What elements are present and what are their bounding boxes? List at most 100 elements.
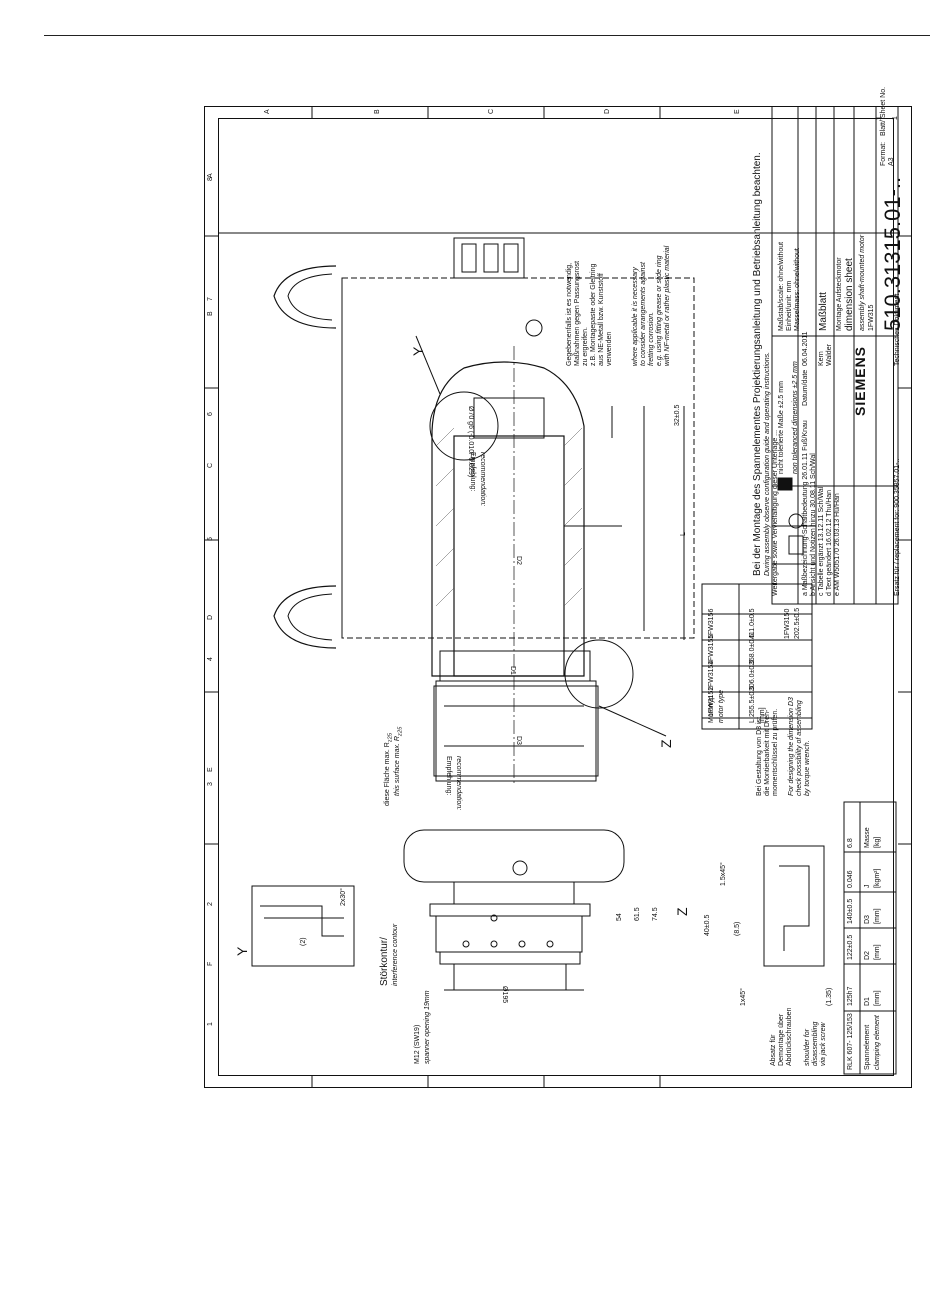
- grid-letter-f: F: [207, 961, 214, 966]
- dim-d1: D1: [509, 666, 516, 675]
- clamp-d2-value: 122±0.5: [847, 934, 854, 960]
- sheet-label: Blatt/ Sheet No.: [880, 86, 887, 136]
- motor-l-head: L: [749, 719, 756, 723]
- section-y-label: Y: [410, 346, 426, 356]
- dim-40: 40±0.5: [704, 914, 711, 936]
- sheet-subtitle: Montage Aufsteckmotor: [836, 257, 843, 331]
- interference-note: Störkontur/: [379, 937, 390, 986]
- dim-1x45: 1x45°: [740, 988, 747, 1006]
- clamp-mass-unit: [kg]: [874, 836, 881, 848]
- date-value: 06.04.2011: [802, 331, 809, 366]
- page-top-rule: [44, 35, 930, 36]
- surface-note-en-sub: z25: [397, 726, 404, 737]
- grid-letter-e-top: E: [734, 109, 741, 114]
- detail-z-label: Z: [674, 907, 690, 916]
- change-c-name: Sch/Wal: [818, 486, 825, 513]
- dim-fit: Ø70 g6 (-0.010/-0.029): [467, 406, 474, 478]
- siemens-logo: SIEMENS: [852, 345, 868, 416]
- change-e-text: AM W505170: [834, 548, 841, 591]
- dim-1-35: (1.35): [826, 987, 833, 1006]
- clamp-type-head: Spannelement: [864, 1024, 871, 1070]
- drawing-graphics: [204, 106, 912, 1088]
- clamp-d1-value: 125h7: [847, 986, 854, 1006]
- change-e: e AM W505170 26.03.13 Hu/Han: [834, 493, 842, 596]
- dim-d2: D2: [515, 556, 522, 565]
- grid-letter-a-top: A: [264, 109, 271, 114]
- clamp-d3-value: 140±0.5: [847, 898, 854, 924]
- motor-row-4-type: 1FW3152: [708, 686, 715, 717]
- sheet-count: 1: [876, 116, 883, 120]
- sheet-title-en: dimension sheet: [844, 258, 855, 331]
- grid-number-5: 5: [207, 537, 214, 541]
- dim-2: (2): [300, 937, 307, 946]
- recommend-note-d3: Empfehlung:: [445, 756, 452, 796]
- surface-note: diese Fläche max. Rz25: [384, 733, 394, 806]
- format-value: A3: [888, 157, 895, 166]
- detail-y-label: Y: [234, 946, 250, 956]
- scale-label: Maßstab/scale: ohne/without: [778, 241, 785, 331]
- grid-number-7: 7: [207, 297, 214, 301]
- change-a-date: 26.01.11: [802, 452, 809, 480]
- dim-l: L: [680, 532, 687, 536]
- replacement-note: Ersatz für / replacement for: 900.35857.…: [894, 458, 901, 596]
- grid-letter-d: D: [207, 614, 214, 620]
- dim-195: Ø195: [501, 986, 508, 1004]
- m12-note-en: spanner opening 19mm: [424, 990, 431, 1064]
- mounting-note-en: where applicable it is necessary to cons…: [632, 245, 672, 366]
- assembly-note-en: During assembly observe configuration gu…: [764, 351, 771, 576]
- motor-row-5-l: 202.5±0.5: [794, 607, 801, 639]
- grid-letter-c: C: [207, 462, 214, 468]
- change-b-date: 30.08.11: [810, 480, 817, 508]
- grid-number-1: 1: [207, 1022, 214, 1026]
- drawing-inner-border: [218, 118, 894, 1076]
- dim-2x30: 2x30°: [340, 888, 347, 906]
- change-b-text: Ansicht und Notizen hinzu: [810, 509, 817, 591]
- change-c-date: 13.12.11: [818, 514, 825, 542]
- dim-8-5: (8.5): [734, 921, 741, 936]
- copyright-note: Weitergabe sowie Vervielfältigung dieser…: [772, 429, 779, 596]
- dim-74-5: 74.5: [652, 907, 659, 921]
- surface-note-en: this surface max. Rz25: [394, 727, 404, 796]
- grid-letter-d-top: D: [604, 108, 611, 114]
- motor-l-unit: [mm]: [759, 707, 766, 723]
- change-c: c Tabelle ergänzt 13.12.11 Sch/Wal: [818, 487, 826, 596]
- shoulder-note-en: shoulder for disassembling via jack scre…: [804, 1021, 828, 1066]
- shoulder-note: Absatz für Demontage über Abdrückschraub…: [770, 1007, 794, 1066]
- grid-number-4: 4: [207, 657, 214, 661]
- grid-letter-b: B: [207, 311, 214, 316]
- change-a: a Maßbezeichnung-Schaltbedeutung 26.01.1…: [802, 420, 810, 596]
- motor-type-head-en: motor type: [718, 689, 725, 723]
- clamp-type-value: RLK 607- 125/153: [847, 1013, 854, 1070]
- change-c-text: Tabelle ergänzt: [818, 543, 825, 591]
- change-d-name: Thu/Han: [826, 489, 833, 517]
- clamp-d2-unit: [mm]: [874, 944, 881, 960]
- dim-54: 54: [616, 913, 623, 921]
- dim-1-5x45: 1.5x45°: [720, 862, 727, 886]
- surface-note-text: diese Fläche max. R: [384, 742, 391, 806]
- surface-note-en-text: this surface max. R: [394, 736, 401, 796]
- clamp-mass-value: 6.8: [847, 838, 854, 848]
- change-b: b Ansicht und Notizen hinzu 30.08.11 Sch…: [810, 453, 818, 596]
- grid-letter-b-top: B: [374, 109, 381, 114]
- interference-note-en: interference contour: [392, 923, 399, 986]
- clamp-j-head: J: [864, 884, 871, 889]
- recommend-note-fit-en: recommendation:: [479, 452, 486, 507]
- product-code: 1FW315: [868, 304, 875, 331]
- clamp-mass-head: Masse: [864, 827, 871, 848]
- grid-letter-c-top: C: [488, 108, 495, 114]
- technical-drawing-sheet: A B C D E F A B C D E 1 2 3 4 5 6 7 8 Ge…: [204, 87, 912, 1088]
- d3-design-note-en: For designing the dimension D3 check pos…: [788, 697, 812, 796]
- dim-32: 32±0.5: [674, 404, 681, 426]
- change-b-id: b: [810, 592, 817, 596]
- clamp-d1-unit: [mm]: [874, 990, 881, 1006]
- clamp-type-head-en: clamping element: [874, 1015, 881, 1070]
- grid-number-6: 6: [207, 412, 214, 416]
- change-d: d Text geändert 16.02.12 Thu/Han: [826, 490, 834, 596]
- sheet-title: Maßblatt: [818, 292, 829, 331]
- grid-letter-e: E: [207, 767, 214, 772]
- mass-label: Masse/mass: ohne/without: [794, 248, 801, 331]
- assembly-note: Bei der Montage des Spannelementes Proje…: [752, 152, 763, 576]
- tolerance-note-en: non toleranced dimensions ±2.5 mm: [792, 361, 799, 474]
- tech-doc-note: Technisches Dokument: [894, 293, 901, 366]
- grid-number-2: 2: [207, 902, 214, 906]
